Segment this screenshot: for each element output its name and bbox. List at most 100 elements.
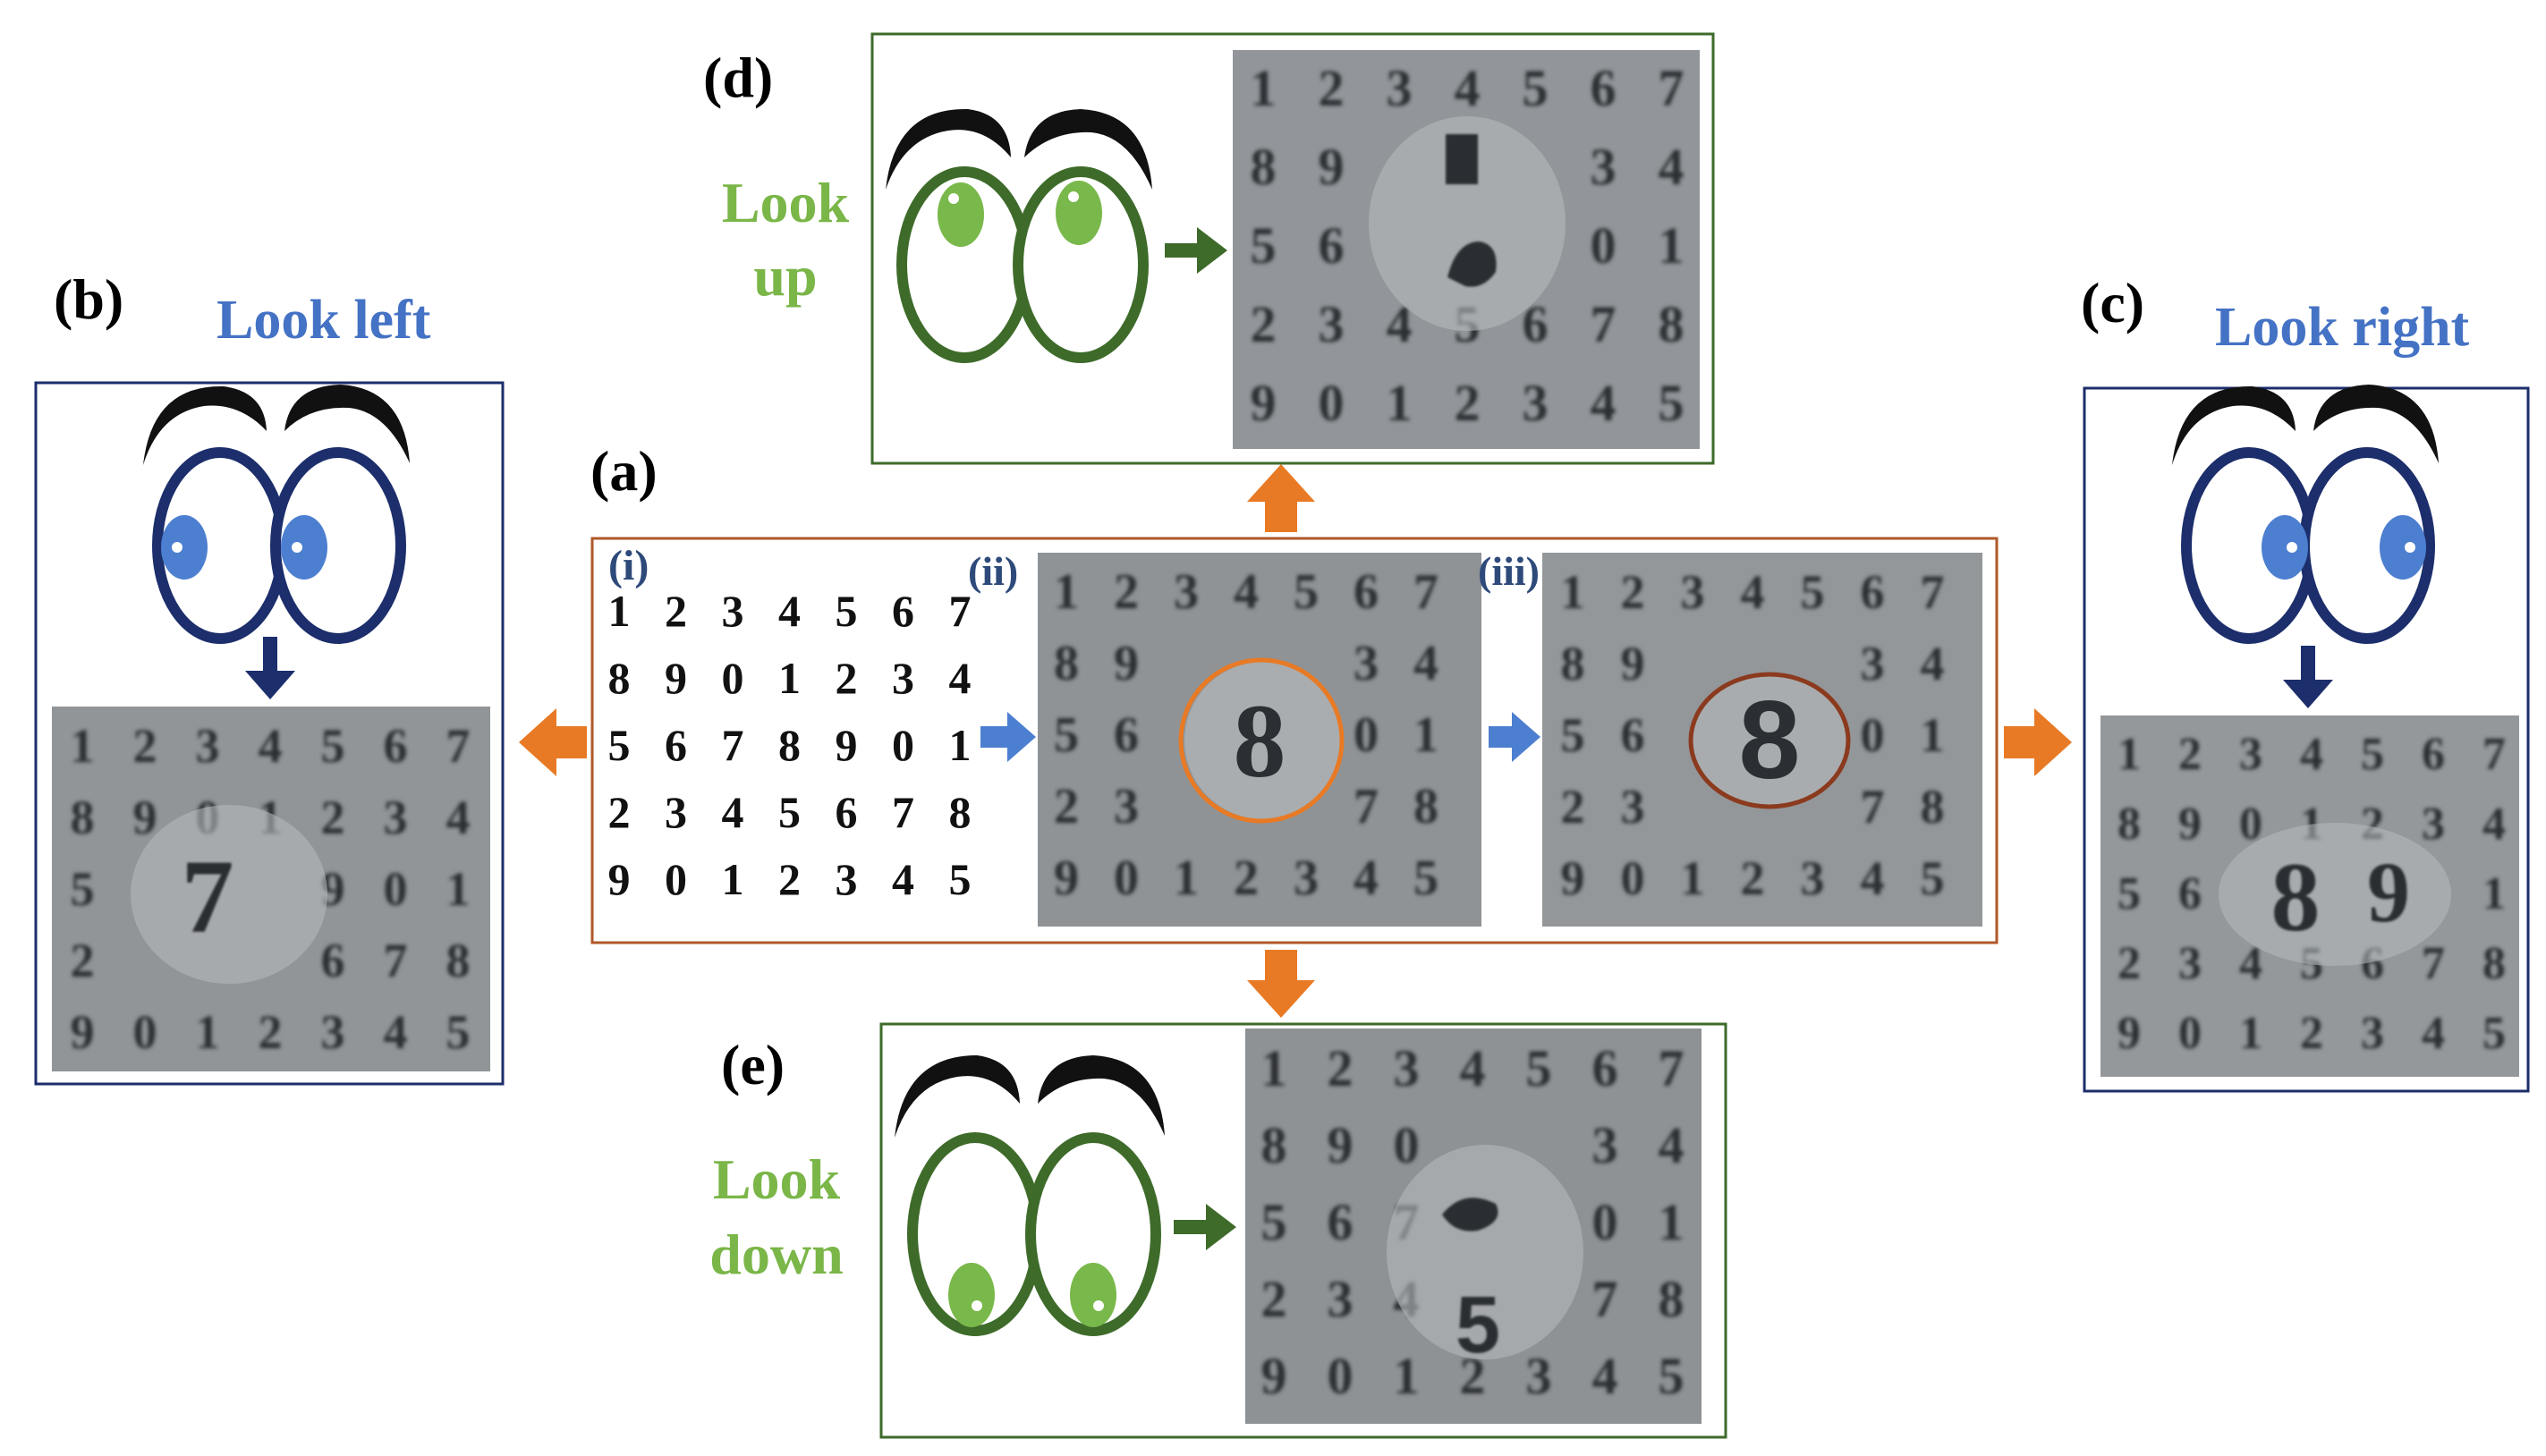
grid-digit: 9 bbox=[1319, 138, 1345, 196]
caption-d-line2: up bbox=[753, 244, 817, 308]
grid-digit: 0 bbox=[1621, 851, 1645, 905]
grid-digit: 2 bbox=[1261, 1270, 1287, 1328]
grid-digit: 6 bbox=[384, 719, 408, 773]
grid-digit: 0 bbox=[1592, 1193, 1618, 1251]
grid-digit: 1 bbox=[1174, 851, 1199, 906]
magnified-digit-ii: 8 bbox=[1234, 682, 1286, 800]
grid-digit: 9 bbox=[1261, 1347, 1287, 1405]
grid-digit: 8 bbox=[1659, 295, 1685, 353]
grid-digit: 1 bbox=[1394, 1347, 1420, 1405]
grid-digit: 3 bbox=[384, 791, 408, 844]
grid-digit: 8 bbox=[446, 934, 471, 987]
grid-digit: 4 bbox=[1591, 374, 1617, 432]
grid-digit: 4 bbox=[1413, 636, 1438, 691]
photo-d: 12345678934560123456789012345 bbox=[1233, 50, 1700, 449]
grid-digit: 4 bbox=[949, 653, 972, 703]
water-droplet bbox=[1184, 662, 1342, 819]
grid-digit: 8 bbox=[71, 791, 95, 844]
grid-digit: 8 bbox=[1251, 138, 1277, 196]
grid-digit: 2 bbox=[1561, 780, 1585, 834]
grid-digit: 8 bbox=[1054, 636, 1079, 691]
sub-label-i: (i) bbox=[608, 542, 649, 589]
grid-digit: 5 bbox=[1561, 708, 1585, 762]
grid-digit: 9 bbox=[1328, 1116, 1354, 1174]
grid-digit: 1 bbox=[608, 586, 631, 636]
grid-digit: 3 bbox=[1294, 851, 1319, 906]
grid-digit: 3 bbox=[892, 653, 914, 703]
grid-digit: 6 bbox=[1319, 216, 1345, 275]
grid-digit: 0 bbox=[384, 862, 408, 916]
grid-digit: 5 bbox=[1801, 565, 1825, 619]
grid-digit: 9 bbox=[1561, 851, 1585, 905]
grid-digit: 6 bbox=[1861, 565, 1885, 619]
arrow-down-icon bbox=[1247, 950, 1315, 1018]
grid-digit: 1 bbox=[1251, 59, 1277, 117]
grid-digit: 7 bbox=[2422, 938, 2445, 989]
grid-digit: 2 bbox=[2300, 1008, 2323, 1059]
grid-digit: 7 bbox=[1413, 564, 1438, 620]
arrow-icon bbox=[1174, 1204, 1236, 1250]
grid-digit: 2 bbox=[1251, 295, 1277, 353]
grid-digit: 7 bbox=[384, 934, 408, 987]
grid-digit: 8 bbox=[2482, 938, 2506, 989]
grid-digit: 9 bbox=[665, 653, 687, 703]
grid-digit: 1 bbox=[1659, 1193, 1685, 1251]
grid-digit: 6 bbox=[1592, 1039, 1618, 1097]
grid-digit: 6 bbox=[665, 720, 687, 770]
grid-digit: 5 bbox=[321, 719, 345, 773]
grid-digit: 9 bbox=[133, 791, 157, 844]
grid-digit: 3 bbox=[665, 787, 687, 837]
grid-digit: 8 bbox=[1921, 780, 1945, 834]
grid-digit: 0 bbox=[2178, 1008, 2202, 1059]
grid-digit: 0 bbox=[1394, 1116, 1420, 1174]
grid-digit: 6 bbox=[1114, 707, 1139, 763]
grid-digit: 4 bbox=[778, 586, 801, 636]
grid-digit: 5 bbox=[949, 854, 972, 904]
grid-digit: 4 bbox=[2482, 799, 2506, 850]
grid-digit: 2 bbox=[2117, 938, 2141, 989]
panel-d-label: (d) bbox=[703, 46, 773, 109]
caption-e-line2: down bbox=[709, 1223, 843, 1286]
grid-digit: 4 bbox=[1460, 1039, 1486, 1097]
sub-label-iii: (iii) bbox=[1478, 548, 1540, 594]
grid-digit: 2 bbox=[836, 653, 858, 703]
grid-digit: 2 bbox=[1114, 564, 1139, 620]
grid-digit: 5 bbox=[2361, 729, 2384, 780]
grid-digit: 5 bbox=[1261, 1193, 1287, 1251]
grid-digit: 5 bbox=[1523, 59, 1549, 117]
grid-digit: 1 bbox=[196, 1005, 220, 1059]
grid-digit: 2 bbox=[1455, 374, 1481, 432]
grid-digit: 1 bbox=[2117, 729, 2141, 780]
grid-digit: 1 bbox=[2482, 868, 2506, 919]
grid-digit: 3 bbox=[1526, 1347, 1552, 1405]
grid-digit: 2 bbox=[1621, 565, 1645, 619]
eyes-icon bbox=[143, 385, 410, 644]
grid-digit: 5 bbox=[836, 586, 858, 636]
water-droplet bbox=[2219, 823, 2451, 966]
grid-digit: 8 bbox=[2117, 799, 2141, 850]
grid-digit: 3 bbox=[321, 1005, 345, 1059]
grid-digit: 2 bbox=[133, 719, 157, 773]
grid-digit: 1 bbox=[1561, 565, 1585, 619]
grid-digit: 8 bbox=[608, 653, 631, 703]
grid-digit: 8 bbox=[1261, 1116, 1287, 1174]
grid-digit: 9 bbox=[1114, 636, 1139, 691]
sub-label-ii: (ii) bbox=[968, 548, 1018, 594]
grid-digit: 2 bbox=[778, 854, 801, 904]
grid-digit: 9 bbox=[71, 1005, 95, 1059]
grid-digit: 3 bbox=[1592, 1116, 1618, 1174]
grid-digit: 7 bbox=[722, 720, 744, 770]
grid-digit: 5 bbox=[1251, 216, 1277, 275]
grid-digit: 2 bbox=[2178, 729, 2202, 780]
arrow-up-icon bbox=[1247, 464, 1315, 532]
magnified-digit-iii: 8 bbox=[1739, 679, 1801, 802]
grid-digit: 5 bbox=[1413, 851, 1438, 906]
grid-digit: 1 bbox=[1413, 707, 1438, 763]
grid-digit: 5 bbox=[446, 1005, 471, 1059]
grid-digit: 6 bbox=[836, 787, 858, 837]
grid-digit: 9 bbox=[2117, 1008, 2141, 1059]
grid-digit: 4 bbox=[259, 719, 283, 773]
